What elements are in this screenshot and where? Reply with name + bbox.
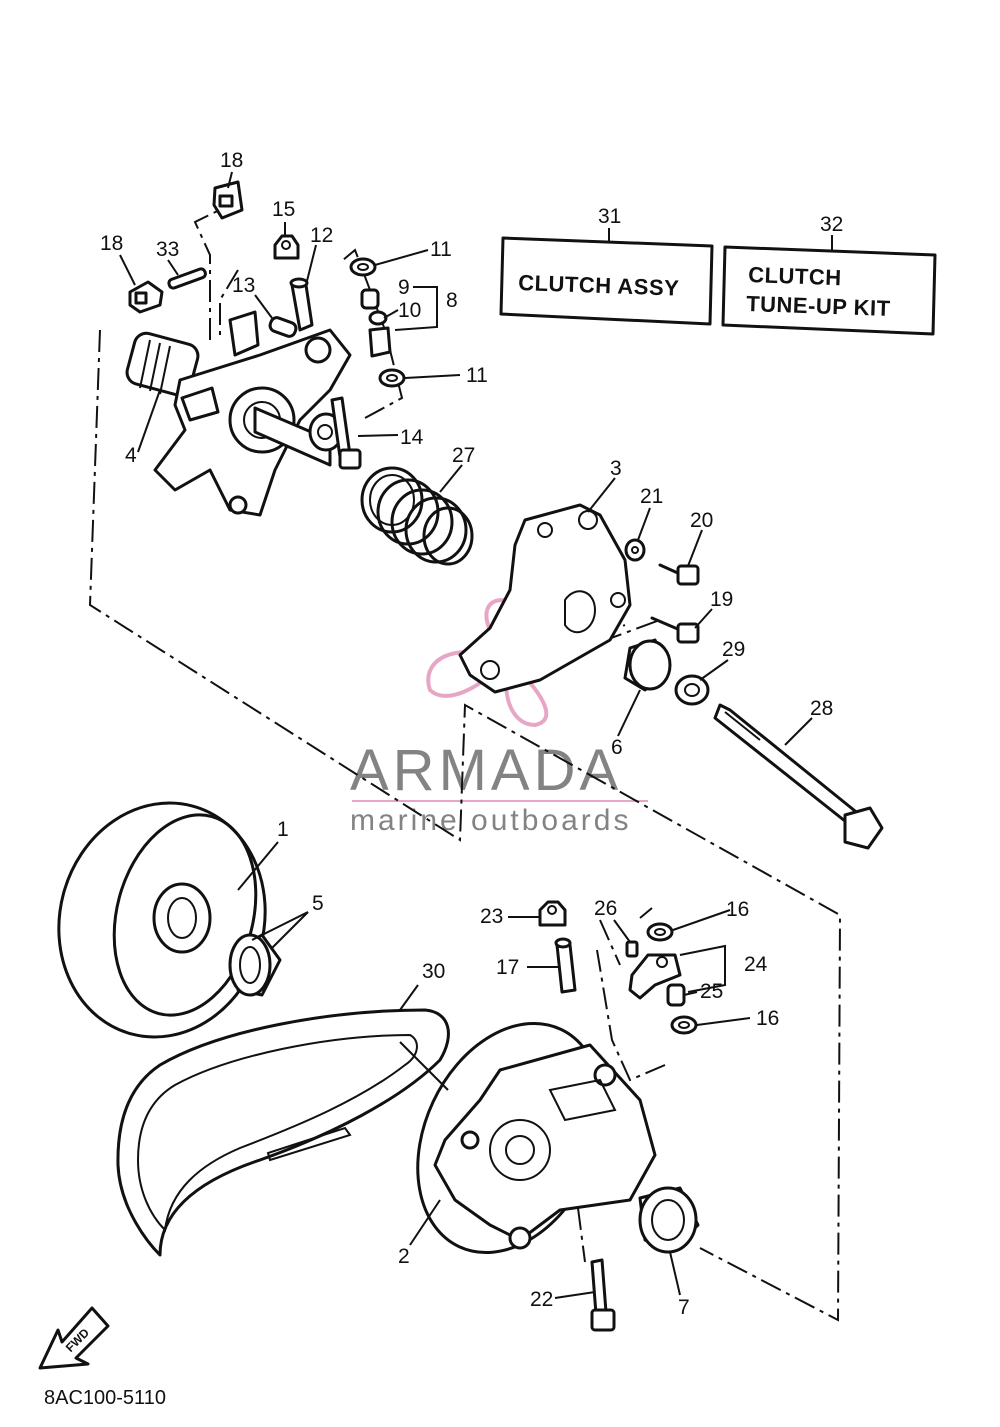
part-1-fixed-sheave xyxy=(57,801,267,1039)
watermark: ARMADA marine outboards xyxy=(350,598,648,837)
callouts: 1 2 3 4 5 6 7 8 9 10 11 11 12 13 14 15 1… xyxy=(100,149,843,1319)
callout-10: 10 xyxy=(398,299,421,322)
callout-3: 3 xyxy=(610,457,622,480)
part-5-bushing xyxy=(228,933,282,997)
callout-1: 1 xyxy=(277,818,289,841)
callout-22: 22 xyxy=(530,1288,553,1311)
part-24-arm xyxy=(628,953,682,1000)
part-23-nut xyxy=(538,900,567,927)
part-18-weight-left xyxy=(128,280,164,314)
part-28-long-bolt xyxy=(713,703,884,850)
part-33-pin xyxy=(167,267,207,290)
callout-31: 31 xyxy=(598,205,621,228)
callout-7: 7 xyxy=(678,1296,690,1319)
part-16-washer-lower xyxy=(670,1015,698,1035)
part-25-roller xyxy=(666,983,686,1007)
watermark-name: ARMADA xyxy=(350,738,622,803)
callout-21: 21 xyxy=(640,485,663,508)
part-16-washer-upper xyxy=(646,922,674,942)
callout-25: 25 xyxy=(700,980,723,1003)
part-18-weight-top xyxy=(212,180,244,220)
diagram-code: 8AC100-5110 xyxy=(44,1387,166,1409)
callout-4: 4 xyxy=(125,444,137,467)
callout-28: 28 xyxy=(810,697,833,720)
box-clutch-tune-up-kit: CLUTCH TUNE-UP KIT xyxy=(721,245,937,336)
part-15-nut xyxy=(273,234,300,260)
part-29-collar xyxy=(674,674,710,706)
callout-27: 27 xyxy=(452,444,475,467)
part-7-bushing xyxy=(638,1186,700,1254)
callout-18-top: 18 xyxy=(220,149,243,172)
part-19-bolt xyxy=(650,616,700,644)
part-6-bushing xyxy=(623,638,672,692)
part-17-pin xyxy=(554,937,577,994)
part-27-spring xyxy=(360,466,474,566)
callout-11-upper: 11 xyxy=(430,238,452,261)
callout-23: 23 xyxy=(480,905,503,928)
part-11-washer-lower xyxy=(378,368,406,388)
callout-12: 12 xyxy=(310,224,333,247)
part-30-belt xyxy=(116,1008,450,1257)
part-22-bolt xyxy=(590,1258,616,1332)
box-tune-up-label-line2: TUNE-UP KIT xyxy=(746,291,891,321)
callout-17: 17 xyxy=(496,956,519,979)
part-14-bolt xyxy=(330,396,362,470)
box-tune-up-label-line1: CLUTCH xyxy=(748,262,842,290)
callout-29: 29 xyxy=(722,638,745,661)
box-clutch-assy-label: CLUTCH ASSY xyxy=(518,270,680,301)
callout-9: 9 xyxy=(398,276,410,299)
part-20-bolt xyxy=(658,563,700,586)
callout-8: 8 xyxy=(446,289,458,312)
part-21-washer xyxy=(624,538,646,562)
leader-lines xyxy=(119,171,833,1299)
callout-30: 30 xyxy=(422,960,445,983)
callout-15: 15 xyxy=(272,198,295,221)
box-clutch-assy: CLUTCH ASSY xyxy=(499,236,714,326)
callout-16-lower: 16 xyxy=(756,1007,779,1030)
callout-16-upper: 16 xyxy=(726,898,749,921)
callout-6: 6 xyxy=(611,736,623,759)
callout-11-lower: 11 xyxy=(466,364,488,387)
callout-24: 24 xyxy=(744,953,768,976)
callout-2: 2 xyxy=(398,1245,410,1268)
part-26-screw xyxy=(625,940,639,958)
callout-32: 32 xyxy=(820,213,843,236)
part-2-movable-sheave xyxy=(416,1021,657,1255)
part-4-spider-sheave xyxy=(125,310,352,517)
fwd-arrow-icon: FWD xyxy=(38,1306,110,1370)
callout-33: 33 xyxy=(156,238,179,261)
callout-18-left: 18 xyxy=(100,232,123,255)
callout-13: 13 xyxy=(232,274,255,297)
part-8-roller-set xyxy=(360,288,392,358)
part-3-cover xyxy=(458,503,632,694)
callout-19: 19 xyxy=(710,588,733,611)
callout-5: 5 xyxy=(312,892,324,915)
part-11-washer-upper xyxy=(349,257,377,277)
part-13-roller xyxy=(268,316,298,338)
callout-14: 14 xyxy=(400,426,424,449)
callout-26: 26 xyxy=(594,897,617,920)
watermark-tagline: marine outboards xyxy=(350,804,631,837)
part-12-pin xyxy=(289,277,314,332)
callout-20: 20 xyxy=(690,509,713,532)
